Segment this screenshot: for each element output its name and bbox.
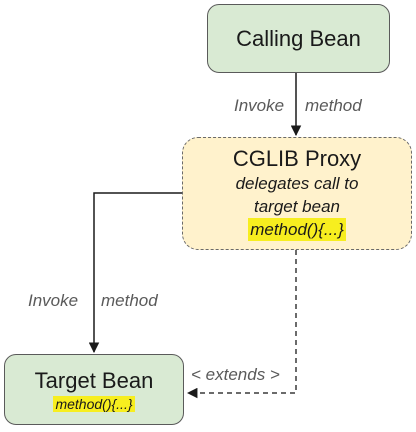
proxy-desc-line2: target bean — [253, 197, 340, 216]
invoke-arrow-to-target — [88, 192, 182, 354]
proxy-desc-line1: delegates call to — [235, 174, 359, 193]
target-bean-method: method(){...} — [53, 395, 135, 412]
proxy-method: method(){...} — [248, 218, 346, 241]
extends-arrow — [186, 250, 297, 399]
calling-bean-title: Calling Bean — [236, 25, 361, 51]
left-invoke-label: Invoke — [28, 291, 79, 310]
extends-label: < extends > — [191, 365, 280, 384]
left-method-label: method — [101, 291, 158, 310]
target-bean-title: Target Bean — [34, 367, 154, 393]
top-invoke-label: Invoke — [234, 96, 285, 115]
proxy-title: CGLIB Proxy — [232, 146, 362, 171]
top-method-label: method — [305, 96, 362, 115]
target-bean-box: Target Bean method(){...} — [4, 354, 184, 425]
cglib-proxy-box: CGLIB Proxy delegates call to target bea… — [182, 137, 412, 250]
calling-bean-box: Calling Bean — [207, 4, 390, 73]
